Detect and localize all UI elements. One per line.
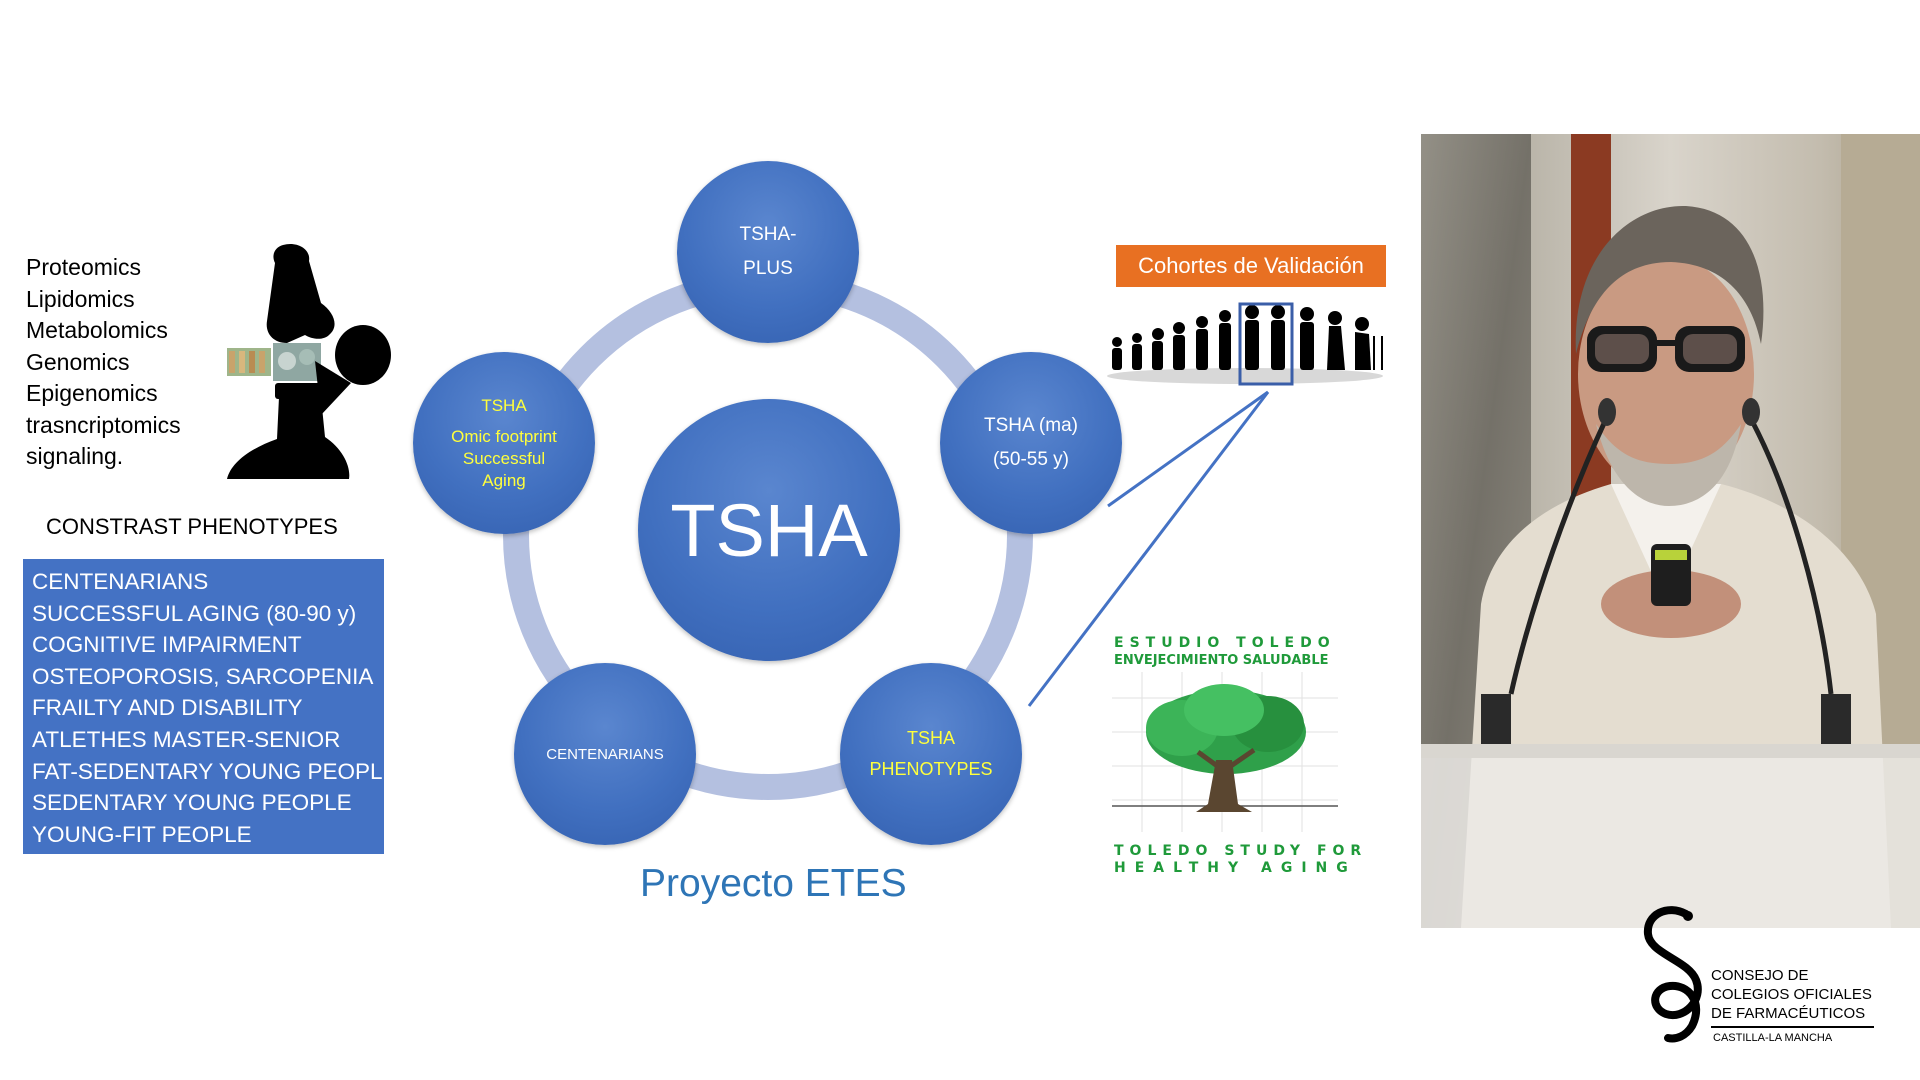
consejo-logo-line: CONSEJO DE bbox=[1711, 967, 1809, 984]
toledo-logo-line2: ENVEJECIMIENTO SALUDABLE bbox=[1114, 653, 1329, 668]
node-label: CENTENARIANS bbox=[546, 745, 664, 763]
phenotype-item: CENTENARIANS bbox=[32, 569, 209, 594]
phenotype-item: FAT-SEDENTARY YOUNG PEOPLE bbox=[32, 758, 398, 784]
proyecto-caption: Proyecto ETES bbox=[640, 862, 907, 905]
omics-item: Metabolomics bbox=[26, 317, 168, 343]
center-node-label: TSHA bbox=[670, 488, 868, 572]
node-label: (50-55 y) bbox=[992, 449, 1070, 470]
consejo-logo-divider bbox=[1711, 1026, 1874, 1028]
node-tsha-phenotypes: TSHA PHENOTYPES bbox=[840, 663, 1022, 845]
consejo-logo-sub: CASTILLA-LA MANCHA bbox=[1713, 1032, 1833, 1044]
cohortes-label: Cohortes de Validación bbox=[1116, 245, 1386, 287]
olive-tree-logo bbox=[1112, 672, 1338, 832]
node-label: PHENOTYPES bbox=[869, 759, 993, 779]
node-tsha-omic: TSHA Omic footprint Successful Aging bbox=[413, 352, 595, 534]
node-label: Omic footprint bbox=[451, 426, 557, 446]
microscope-icon bbox=[227, 243, 391, 479]
omics-item: Proteomics bbox=[26, 254, 142, 280]
lab-photo-thumbnails bbox=[227, 343, 321, 381]
node-tsha-plus: TSHA- PLUS bbox=[677, 161, 859, 343]
aging-silhouettes-icon bbox=[1107, 302, 1383, 386]
toledo-logo-line1: ESTUDIO TOLEDO bbox=[1114, 635, 1336, 651]
consejo-snake-logo bbox=[1643, 906, 1702, 1043]
phenotype-item: SEDENTARY YOUNG PEOPLE bbox=[32, 790, 352, 816]
phenotypes-box: CENTENARIANS SUCCESSFUL AGING (80-90 y) … bbox=[23, 559, 398, 854]
consejo-logo-line: COLEGIOS OFICIALES bbox=[1711, 986, 1872, 1003]
node-label: Successful bbox=[462, 448, 546, 468]
phenotype-item: FRAILTY AND DISABILITY bbox=[32, 695, 303, 721]
node-label: PLUS bbox=[743, 258, 793, 279]
speaker-illustration bbox=[1421, 134, 1920, 928]
phenotype-item: COGNITIVE IMPAIRMENT bbox=[32, 632, 302, 658]
omics-item: Lipidomics bbox=[26, 285, 135, 312]
phenotype-item: ATLETHES MASTER-SENIOR bbox=[32, 726, 341, 752]
consejo-logo-line: DE FARMACÉUTICOS bbox=[1711, 1005, 1866, 1022]
center-node-tsha: TSHA bbox=[638, 399, 900, 661]
omics-item: Genomics bbox=[26, 348, 130, 375]
tsha-cycle-diagram: TSHA TSHA- PLUS TSHA Omic footprint Succ… bbox=[400, 150, 1122, 870]
node-tsha-ma: TSHA (ma) (50-55 y) bbox=[940, 352, 1122, 534]
contrast-phenotypes-title: CONSTRAST PHENOTYPES bbox=[46, 514, 338, 539]
node-label: TSHA bbox=[906, 728, 955, 748]
phenotype-item: SUCCESSFUL AGING (80-90 y) bbox=[32, 600, 357, 626]
phenotype-item: YOUNG-FIT PEOPLE bbox=[32, 821, 252, 847]
node-centenarians: CENTENARIANS bbox=[514, 663, 696, 845]
node-label: TSHA bbox=[481, 395, 527, 415]
toledo-logo-line3: TOLEDO STUDY FOR bbox=[1114, 843, 1368, 859]
speaker-video bbox=[1421, 134, 1920, 928]
omics-item: trasncriptomics bbox=[26, 411, 181, 438]
omics-list: Proteomics Lipidomics Metabolomics Genom… bbox=[26, 252, 181, 473]
phenotype-item: OSTEOPOROSIS, SARCOPENIA bbox=[32, 663, 374, 689]
toledo-logo-line4: HEALTHY AGING bbox=[1114, 860, 1357, 876]
omics-item: signaling. bbox=[26, 443, 124, 469]
omics-item: Epigenomics bbox=[26, 380, 158, 406]
node-label: Aging bbox=[482, 470, 526, 490]
node-label: TSHA (ma) bbox=[984, 415, 1078, 436]
node-label: TSHA- bbox=[739, 224, 797, 245]
